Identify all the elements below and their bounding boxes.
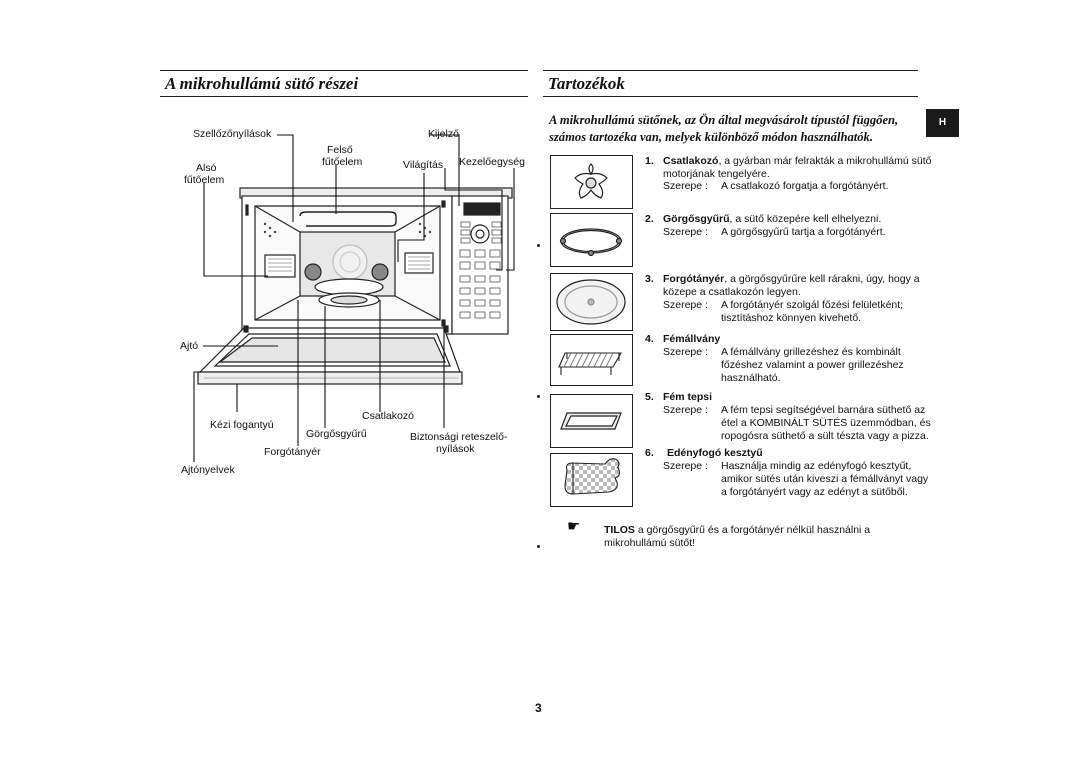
- turntable-image: [550, 273, 633, 331]
- accessory-item-oven-glove: 6. Edényfogó kesztyű: [645, 447, 935, 461]
- accessory-text: , a sütő közepére kell elhelyezni.: [729, 213, 882, 225]
- role-text: A fémállvány grillezéshez és kombinált: [721, 346, 901, 358]
- role-text-block: A fém tepsi segítségével barnára süthető…: [721, 404, 931, 443]
- metal-rack-image: [550, 334, 633, 386]
- margin-dot-2: [537, 395, 540, 398]
- accessory-name: Fémállvány: [663, 333, 721, 345]
- label-lower-heater-1: Alsó: [196, 162, 217, 174]
- accessory-name: Fém tepsi: [663, 391, 713, 403]
- accessory-number: 6.: [645, 447, 654, 459]
- accessory-role-metal-rack: Szerepe : A fémállvány grillezéshez és k…: [663, 346, 943, 386]
- accessory-role-metal-tray: Szerepe : A fém tepsi segítségével barná…: [663, 404, 943, 444]
- accessory-text: , a gyárban már felrakták a mikrohullámú…: [718, 155, 932, 167]
- accessories-intro: A mikrohullámú sütőnek, az Ön által megv…: [549, 112, 919, 146]
- accessory-name: Forgótányér: [663, 273, 725, 285]
- role-text-block: Használja mindig az edényfogó kesztyűt, …: [721, 460, 928, 499]
- role-text-block: A fémállvány grillezéshez és kombinált f…: [721, 346, 904, 385]
- accessory-text: , a görgősgyűrűre kell rárakni, úgy, hog…: [724, 273, 920, 285]
- accessory-text: motorjának tengelyére.: [663, 168, 770, 180]
- accessory-name: Edényfogó kesztyű: [667, 447, 763, 459]
- label-display: Kijelző: [428, 128, 459, 140]
- role-text-block: A forgótányér szolgál főzési felületként…: [721, 299, 903, 325]
- pointing-hand-icon: ☛: [567, 517, 581, 535]
- accessory-text: közepe a csatlakozón legyen.: [663, 286, 801, 298]
- role-text: A görgősgyűrű tartja a forgótányért.: [721, 226, 886, 238]
- accessory-item-coupler: 1. Csatlakozó, a gyárban már felrakták a…: [645, 155, 935, 185]
- role-key: Szerepe :: [663, 404, 708, 416]
- warning-line-2: mikrohullámú sütőt!: [604, 537, 696, 549]
- accessory-role-coupler: Szerepe : A csatlakozó forgatja a forgót…: [663, 180, 943, 194]
- oven-diagram: [193, 134, 515, 462]
- left-section-title: A mikrohullámú sütő részei: [165, 74, 359, 93]
- left-title-bottom-rule: [160, 96, 528, 97]
- page-number: 3: [535, 701, 542, 715]
- roller-ring-image: [550, 213, 633, 267]
- role-text: főzéshez valamint a power grillezéshez: [721, 359, 904, 371]
- right-section-title: Tartozékok: [548, 74, 625, 93]
- label-top-heater-2: fűtőelem: [322, 156, 363, 168]
- role-key: Szerepe :: [663, 460, 708, 472]
- role-key: Szerepe :: [663, 299, 708, 311]
- language-badge: H: [926, 109, 959, 137]
- intro-line-1: A mikrohullámú sütőnek, az Ön által megv…: [549, 113, 899, 127]
- metal-tray-image: [550, 394, 633, 448]
- label-top-heater-1: Felső: [327, 144, 353, 156]
- accessory-name: Görgősgyűrű: [663, 213, 730, 225]
- role-key: Szerepe :: [663, 180, 708, 192]
- label-coupler: Csatlakozó: [362, 410, 414, 422]
- role-text: Használja mindig az edényfogó kesztyűt,: [721, 460, 912, 472]
- role-text: A fém tepsi segítségével barnára süthető…: [721, 404, 926, 416]
- label-turntable: Forgótányér: [264, 446, 321, 458]
- label-door: Ajtó: [180, 340, 199, 352]
- accessory-item-turntable: 3. Forgótányér, a görgősgyűrűre kell rár…: [645, 273, 935, 301]
- margin-dot-1: [537, 244, 540, 247]
- warning-bold: TILOS: [604, 524, 635, 536]
- accessory-number: 2.: [645, 213, 654, 225]
- label-lower-heater-2: fűtőelem: [184, 174, 225, 186]
- accessory-item-metal-tray: 5. Fém tepsi: [645, 391, 935, 405]
- role-text: ropogósra süthető a sült tészta vagy a p…: [721, 430, 929, 442]
- role-key: Szerepe :: [663, 226, 708, 238]
- label-safety-2: nyílások: [436, 443, 475, 455]
- label-vents: Szellőzőnyílások: [193, 128, 272, 140]
- right-title-top-rule: [543, 70, 918, 71]
- oven-glove-image: [550, 453, 633, 507]
- coupler-image: [550, 155, 633, 209]
- role-key: Szerepe :: [663, 346, 708, 358]
- label-light: Világítás: [403, 159, 444, 171]
- role-text: A csatlakozó forgatja a forgótányért.: [721, 180, 889, 192]
- accessory-number: 5.: [645, 391, 654, 403]
- accessory-number: 1.: [645, 155, 654, 167]
- label-hinges: Ajtónyelvek: [181, 464, 235, 476]
- accessory-number: 4.: [645, 333, 654, 345]
- role-text: használható.: [721, 372, 781, 384]
- accessory-role-roller-ring: Szerepe : A görgősgyűrű tartja a forgótá…: [663, 226, 943, 240]
- accessory-item-roller-ring: 2. Görgősgyűrű, a sütő közepére kell elh…: [645, 213, 935, 227]
- left-title-top-rule: [160, 70, 528, 71]
- accessory-item-metal-rack: 4. Fémállvány: [645, 333, 935, 347]
- label-control-panel: Kezelőegység: [459, 156, 525, 168]
- accessory-role-turntable: Szerepe : A forgótányér szolgál főzési f…: [663, 299, 943, 327]
- role-text: amikor sütés után kiveszi a fémállványt …: [721, 473, 929, 485]
- role-text: tisztításhoz könnyen kivehető.: [721, 312, 862, 324]
- role-text: a forgótányért vagy az edényt a sütőből.: [721, 486, 908, 498]
- label-roller-ring: Görgősgyűrű: [306, 428, 367, 440]
- role-text: A forgótányér szolgál főzési felületként…: [721, 299, 904, 311]
- intro-line-2: számos tartozéka van, melyek különböző m…: [549, 130, 873, 144]
- label-safety-1: Biztonsági reteszelő-: [410, 431, 508, 443]
- label-handle: Kézi fogantyú: [210, 419, 274, 431]
- role-text: étel a KOMBINÁLT SÜTÉS üzemmódban, és: [721, 417, 931, 429]
- warning-line-1: a görgősgyűrű és a forgótányér nélkül ha…: [634, 524, 871, 536]
- margin-dot-3: [537, 545, 540, 548]
- accessory-name: Csatlakozó: [663, 155, 719, 167]
- right-title-bottom-rule: [543, 96, 918, 97]
- accessory-role-oven-glove: Szerepe : Használja mindig az edényfogó …: [663, 460, 943, 500]
- warning-note: TILOS a görgősgyűrű és a forgótányér nél…: [604, 524, 904, 552]
- accessory-number: 3.: [645, 273, 654, 285]
